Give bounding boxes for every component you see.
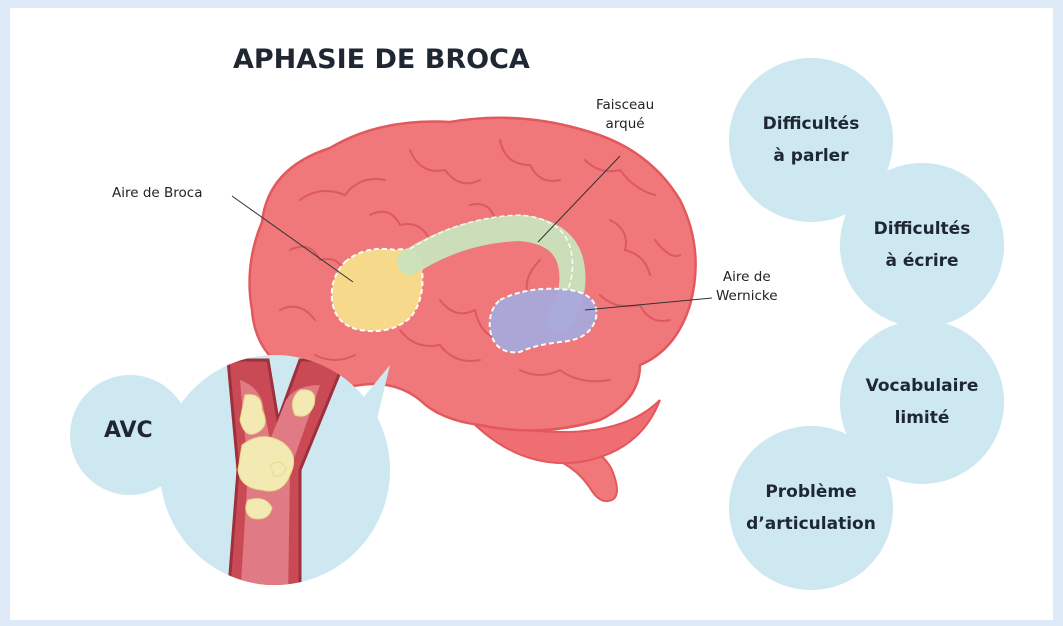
label-faisceau: Faisceau arqué: [596, 96, 654, 134]
avc-label: AVC: [104, 418, 153, 443]
symptom-text-1: Difficultés à parler: [763, 108, 860, 172]
symptom-text-4: Problème d’articulation: [746, 476, 876, 540]
symptom-articulation-problem: Problème d’articulation: [729, 426, 893, 590]
label-wernicke: Aire de Wernicke: [716, 268, 778, 306]
symptom-text-3: Vocabulaire limité: [866, 370, 979, 434]
label-broca: Aire de Broca: [112, 184, 202, 203]
symptom-text-2: Difficultés à écrire: [874, 213, 971, 277]
page-title: APHASIE DE BROCA: [233, 44, 530, 75]
symptom-difficulty-writing: Difficultés à écrire: [840, 163, 1004, 327]
